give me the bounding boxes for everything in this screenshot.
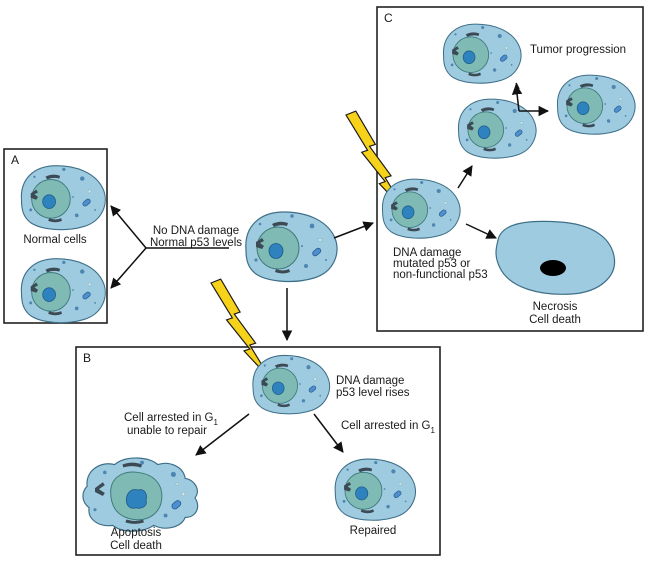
cell-icon	[556, 74, 636, 135]
arrow-icon	[110, 247, 147, 289]
arrow-icon	[195, 413, 250, 456]
no-damage-label-line2: Normal p53 levels	[150, 237, 242, 249]
tumor-progression-label: Tumor progression	[530, 44, 626, 56]
arrow-icon	[511, 83, 523, 112]
arrow-icon	[313, 413, 344, 453]
panel-c-letter: C	[384, 11, 393, 25]
cell-icon	[442, 23, 522, 84]
panel-b-box	[75, 346, 441, 556]
necrotic-cell-icon	[495, 220, 616, 295]
necrosis-label: Necrosis	[533, 301, 578, 313]
cell-icon	[334, 458, 416, 521]
b-damage-line1: DNA damage	[336, 375, 404, 387]
left-branch-line2: unable to repair	[127, 425, 207, 437]
necrosis-cell-death-label: Cell death	[529, 314, 581, 326]
arrow-icon	[333, 221, 374, 239]
repaired-label: Repaired	[350, 525, 397, 537]
left-branch-line1: Cell arrested in G1	[124, 412, 218, 427]
cell-icon	[20, 165, 106, 231]
cell-icon	[20, 258, 106, 324]
cell-icon	[245, 211, 338, 283]
c-damage-line3: non-functional p53	[393, 269, 488, 281]
arrow-icon	[465, 223, 497, 239]
cell-icon	[252, 354, 331, 415]
apoptosis-label: Apoptosis	[111, 527, 162, 539]
panel-a-letter: A	[11, 153, 19, 167]
panel-b-letter: B	[83, 351, 91, 365]
apoptotic-cell-icon	[82, 457, 199, 532]
arrow-icon	[110, 205, 147, 249]
b-damage-line2: p53 level rises	[336, 387, 410, 399]
c-damage-line2: mutated p53 or	[393, 258, 471, 270]
right-branch-line1: Cell arrested in G1	[341, 420, 435, 435]
c-damage-line1: DNA damage	[393, 247, 461, 259]
cell-icon	[381, 178, 461, 239]
no-damage-label-line1: No DNA damage	[153, 225, 239, 237]
necrotic-nucleus-icon	[540, 260, 566, 276]
normal-cells-label: Normal cells	[23, 234, 87, 246]
apoptosis-cell-death-label: Cell death	[110, 540, 162, 552]
cell-icon	[457, 98, 537, 159]
arrow-icon	[457, 165, 473, 189]
